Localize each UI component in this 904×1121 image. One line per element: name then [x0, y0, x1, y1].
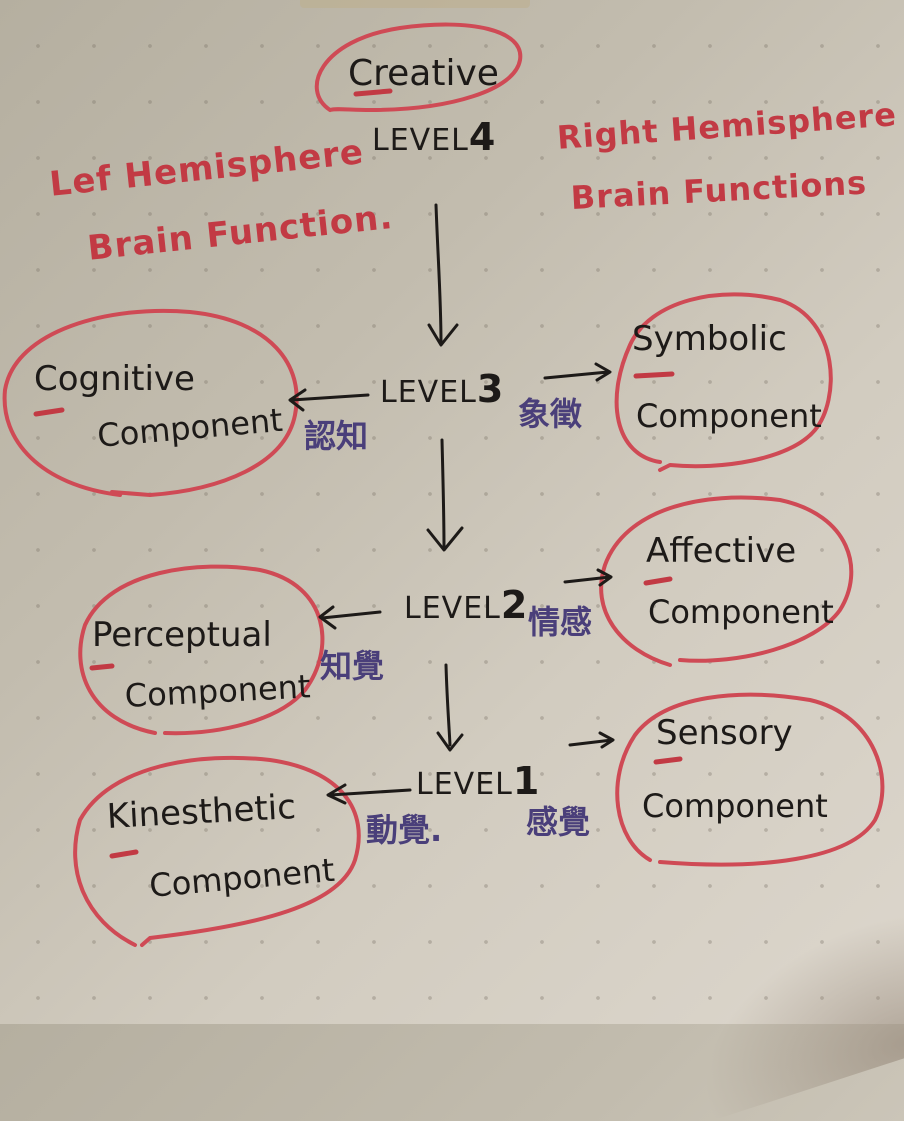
symbolic-chinese: 象徵 — [518, 395, 583, 433]
affective-circle — [599, 495, 854, 667]
arrow-level1-to-sensory — [568, 731, 615, 749]
creative-circle — [314, 22, 523, 112]
arrow-level2-to-perceptual — [318, 605, 382, 630]
level-3-text: LEVEL — [380, 375, 477, 410]
level-1-label: LEVEL1 — [416, 762, 540, 800]
arrow-level3-to-symbolic — [543, 362, 612, 382]
level-1-text: LEVEL — [416, 767, 513, 802]
affective-chinese: 情感 — [528, 603, 593, 641]
diagram-strokes — [2, 22, 885, 947]
sensory-chinese: 感覺 — [526, 803, 591, 841]
arrow-down-level4-3 — [427, 203, 459, 347]
arrow-level3-to-cognitive — [288, 388, 370, 412]
perceptual-title: Perceptual — [92, 615, 272, 655]
perceptual-subtitle: Component — [123, 667, 312, 715]
creative-label: Creative — [348, 53, 499, 94]
red-accent-marks — [33, 88, 683, 859]
kinesthetic-circle — [73, 755, 361, 947]
level-2-text: LEVEL — [404, 591, 501, 626]
perceptual-chinese: 知覺 — [320, 647, 385, 685]
kinesthetic-title: Kinesthetic — [105, 787, 297, 837]
paper-tape — [300, 0, 530, 8]
arrow-level1-to-kinesthetic — [326, 783, 412, 805]
level-3-number: 3 — [476, 367, 505, 411]
sensory-title: Sensory — [656, 713, 793, 753]
level-4-number: 4 — [468, 115, 497, 159]
sensory-subtitle: Component — [642, 787, 828, 825]
dotted-paper-background — [0, 0, 904, 1024]
cognitive-chinese: 認知 — [304, 417, 369, 455]
symbolic-title: Symbolic — [632, 319, 787, 359]
sensory-circle — [615, 692, 885, 867]
level-1-number: 1 — [512, 759, 541, 803]
cognitive-circle — [2, 308, 299, 497]
affective-title: Affective — [646, 531, 797, 571]
cognitive-title: Cognitive — [34, 359, 195, 399]
level-2-label: LEVEL2 — [404, 586, 528, 624]
symbolic-subtitle: Component — [636, 397, 822, 435]
level-3-label: LEVEL3 — [380, 370, 504, 408]
symbolic-circle — [614, 292, 833, 472]
affective-subtitle: Component — [648, 593, 834, 631]
arrow-down-level3-2 — [426, 438, 464, 552]
kinesthetic-chinese: 動覺. — [366, 811, 443, 849]
arrow-down-level2-1 — [436, 663, 464, 752]
level-4-label: LEVEL4 — [372, 118, 496, 156]
level-2-number: 2 — [500, 583, 529, 627]
arrow-level2-to-affective — [563, 568, 613, 587]
perceptual-circle — [78, 564, 325, 736]
level-4-text: LEVEL — [372, 123, 469, 158]
